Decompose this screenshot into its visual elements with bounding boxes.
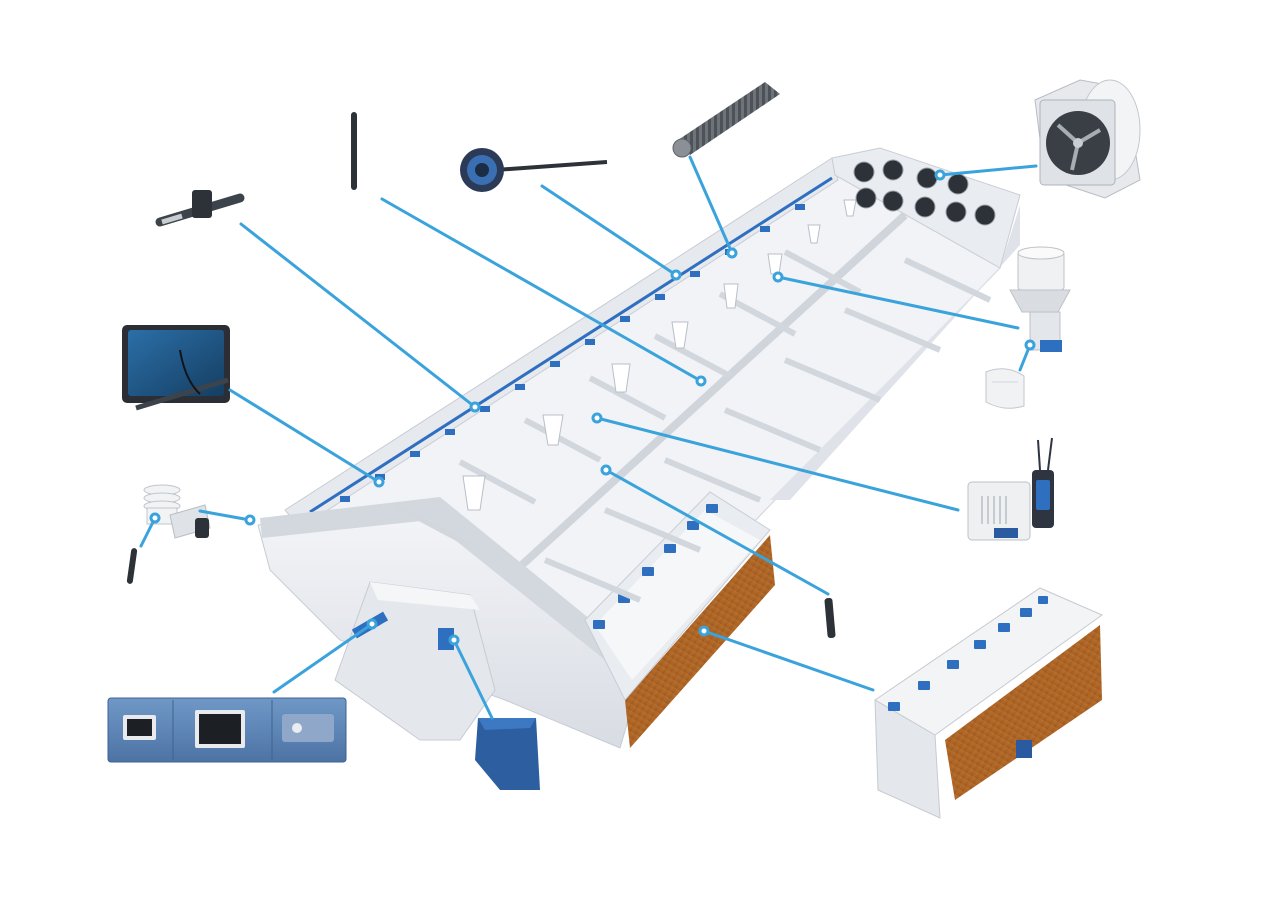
finned-heater-icon [672, 82, 780, 158]
side-room-stalls [593, 504, 718, 629]
annex-blue-fan [438, 628, 454, 650]
house-side-room-floor [595, 510, 760, 680]
feeder-cones [462, 199, 857, 511]
hanging-probe-icon [824, 597, 836, 639]
antenna-icon [351, 112, 357, 190]
pen-partitions-right [543, 257, 992, 603]
wall-sensor-icon [985, 368, 1025, 409]
end-wall-fans [853, 159, 996, 226]
tunnel-fan-icon [1034, 79, 1141, 199]
entrance-annex-top [370, 582, 480, 610]
chimney-exhaust-icon [1009, 246, 1071, 352]
weather-station-icon [126, 484, 211, 584]
house-cooling-pad [625, 535, 775, 748]
leader-lines [139, 155, 1038, 720]
leader-endpoints [149, 169, 1036, 646]
round-probe-icon [460, 148, 608, 192]
water-meter-icon [155, 190, 245, 227]
pen-partitions-left [393, 249, 862, 548]
inlet-box-icon [122, 325, 230, 411]
wall-blue-strip [309, 176, 833, 514]
poultry-house [257, 147, 1021, 749]
light-trap-icon [475, 718, 540, 790]
co2-sensor-icon [967, 437, 1054, 541]
cooling-pad-icon [874, 587, 1104, 819]
controller-panel-icon [107, 697, 347, 763]
